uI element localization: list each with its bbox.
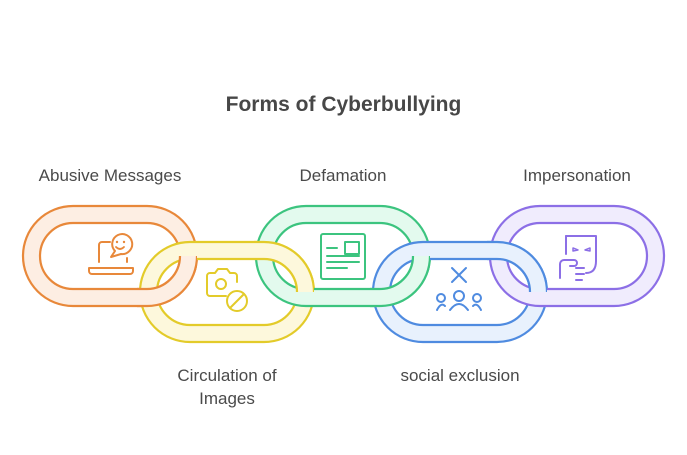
chain-link-4 (488, 204, 666, 308)
label-social-exclusion: social exclusion (400, 366, 520, 385)
label-abusive-messages: Abusive Messages (38, 166, 182, 185)
group-excluded-icon (436, 267, 482, 311)
chain-link-overlap (370, 256, 430, 308)
newspaper-icon (320, 233, 366, 280)
laptop-chat-icon (88, 233, 134, 275)
label-line: Circulation of (177, 366, 277, 385)
chain-link-overlap (137, 256, 197, 308)
chain-link-overlap (487, 240, 547, 292)
label-defamation: Defamation (299, 166, 387, 185)
chain-link-overlap (254, 240, 314, 292)
camera-blocked-icon (206, 268, 248, 312)
label-circulation-of-images: Circulation of Images (140, 364, 314, 410)
label-impersonation: Impersonation (523, 166, 631, 185)
diagram-title: Forms of Cyberbullying (225, 93, 462, 116)
label-line: Images (199, 389, 255, 408)
mask-icon (559, 235, 597, 281)
